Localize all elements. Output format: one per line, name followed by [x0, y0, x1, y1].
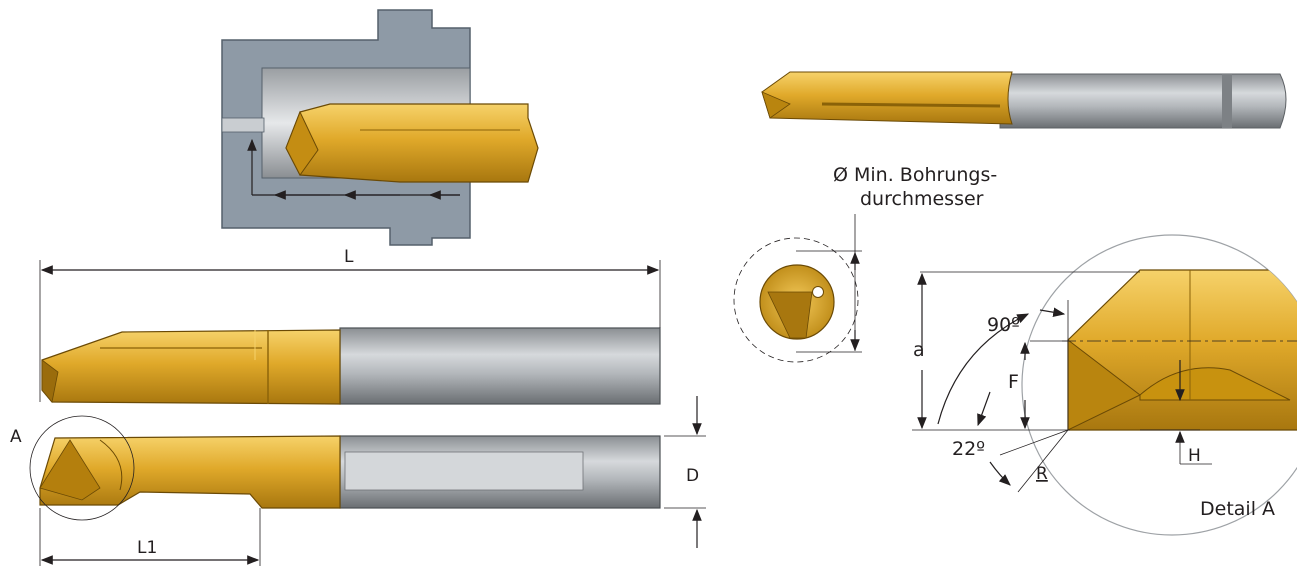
- side-view-top: [41, 327, 661, 405]
- side-view-bottom: [29, 415, 661, 521]
- housing-section: [221, 9, 539, 246]
- dimensions: [39, 260, 706, 566]
- dim-R-label: R: [1036, 464, 1048, 484]
- dim-H-label: H: [1188, 446, 1201, 466]
- angle-90-label: 90º: [987, 314, 1020, 336]
- bore-label-line1: Ø Min. Bohrungs-: [833, 164, 997, 186]
- detail-marker-A: A: [10, 427, 22, 447]
- angle-22-label: 22º: [952, 438, 985, 460]
- dim-F-label: F: [1008, 371, 1019, 393]
- dim-L1-label: L1: [137, 538, 157, 558]
- tool-photo: [761, 71, 1287, 129]
- end-view: [733, 214, 862, 363]
- dim-a-label: a: [913, 339, 925, 361]
- dim-D-label: D: [686, 466, 699, 486]
- bore-label-line2: durchmesser: [860, 188, 984, 210]
- dim-L-label: L: [344, 247, 354, 267]
- detail-a: [912, 234, 1297, 536]
- detail-a-title: Detail A: [1200, 498, 1275, 520]
